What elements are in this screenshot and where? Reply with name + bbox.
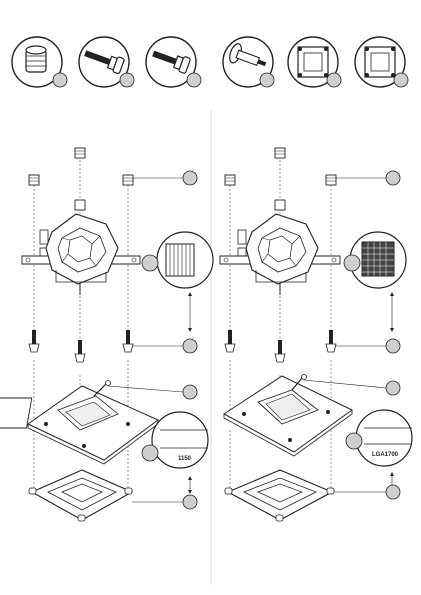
backplate: [29, 470, 132, 521]
callout-marker: [142, 445, 158, 461]
zoom-socket-detail: LGA1700: [346, 410, 412, 492]
callout-marker: [386, 171, 400, 185]
callout-marker: [183, 171, 197, 185]
callout-marker: [142, 255, 158, 271]
motherboard: [0, 381, 158, 465]
cooler-pump: [22, 214, 140, 295]
screw-center: [75, 340, 85, 362]
part-short-screw: [146, 37, 201, 87]
socket-label: 1150: [178, 456, 192, 462]
nut-top-left: [29, 175, 39, 185]
part-long-screw: [79, 37, 134, 87]
callout-marker: [183, 495, 197, 509]
callout-marker: [386, 381, 400, 395]
nut-top-right: [123, 175, 133, 185]
nut-inner: [75, 200, 85, 210]
screw-left: [29, 330, 39, 352]
callout-marker: [386, 339, 400, 353]
screw-center: [275, 340, 285, 362]
callout-marker: [183, 339, 197, 353]
parts-row: [12, 37, 408, 87]
screw-left: [225, 330, 235, 352]
nut-top-center: [275, 148, 285, 158]
screw-right: [326, 330, 336, 352]
callout-marker: [394, 73, 408, 87]
part-bracket-2: [355, 37, 408, 87]
panel-left: 1150: [0, 148, 213, 521]
callout-marker: [260, 73, 274, 87]
part-nut: [12, 37, 67, 87]
zoom-nut-detail: [142, 232, 213, 332]
callout-marker: [344, 255, 360, 271]
screw-right: [123, 330, 133, 352]
part-pin: [223, 37, 274, 87]
callout-marker: [120, 73, 134, 87]
nut-top-center: [75, 148, 85, 158]
part-bracket-1: [288, 37, 341, 87]
socket-label: LGA1700: [372, 452, 399, 458]
callout-marker: [187, 73, 201, 87]
panel-right: LGA1700: [220, 148, 412, 521]
nut-top-right: [326, 175, 336, 185]
motherboard: [224, 375, 352, 457]
callout-marker: [53, 73, 67, 87]
callout-marker: [183, 385, 197, 399]
callout-marker: [346, 433, 362, 449]
nut-top-left: [225, 175, 235, 185]
zoom-nut-detail: [344, 232, 406, 332]
backplate: [225, 470, 334, 521]
nut-inner: [275, 200, 285, 210]
cooler-pump: [220, 214, 340, 295]
callout-marker: [386, 485, 400, 499]
callout-marker: [327, 73, 341, 87]
